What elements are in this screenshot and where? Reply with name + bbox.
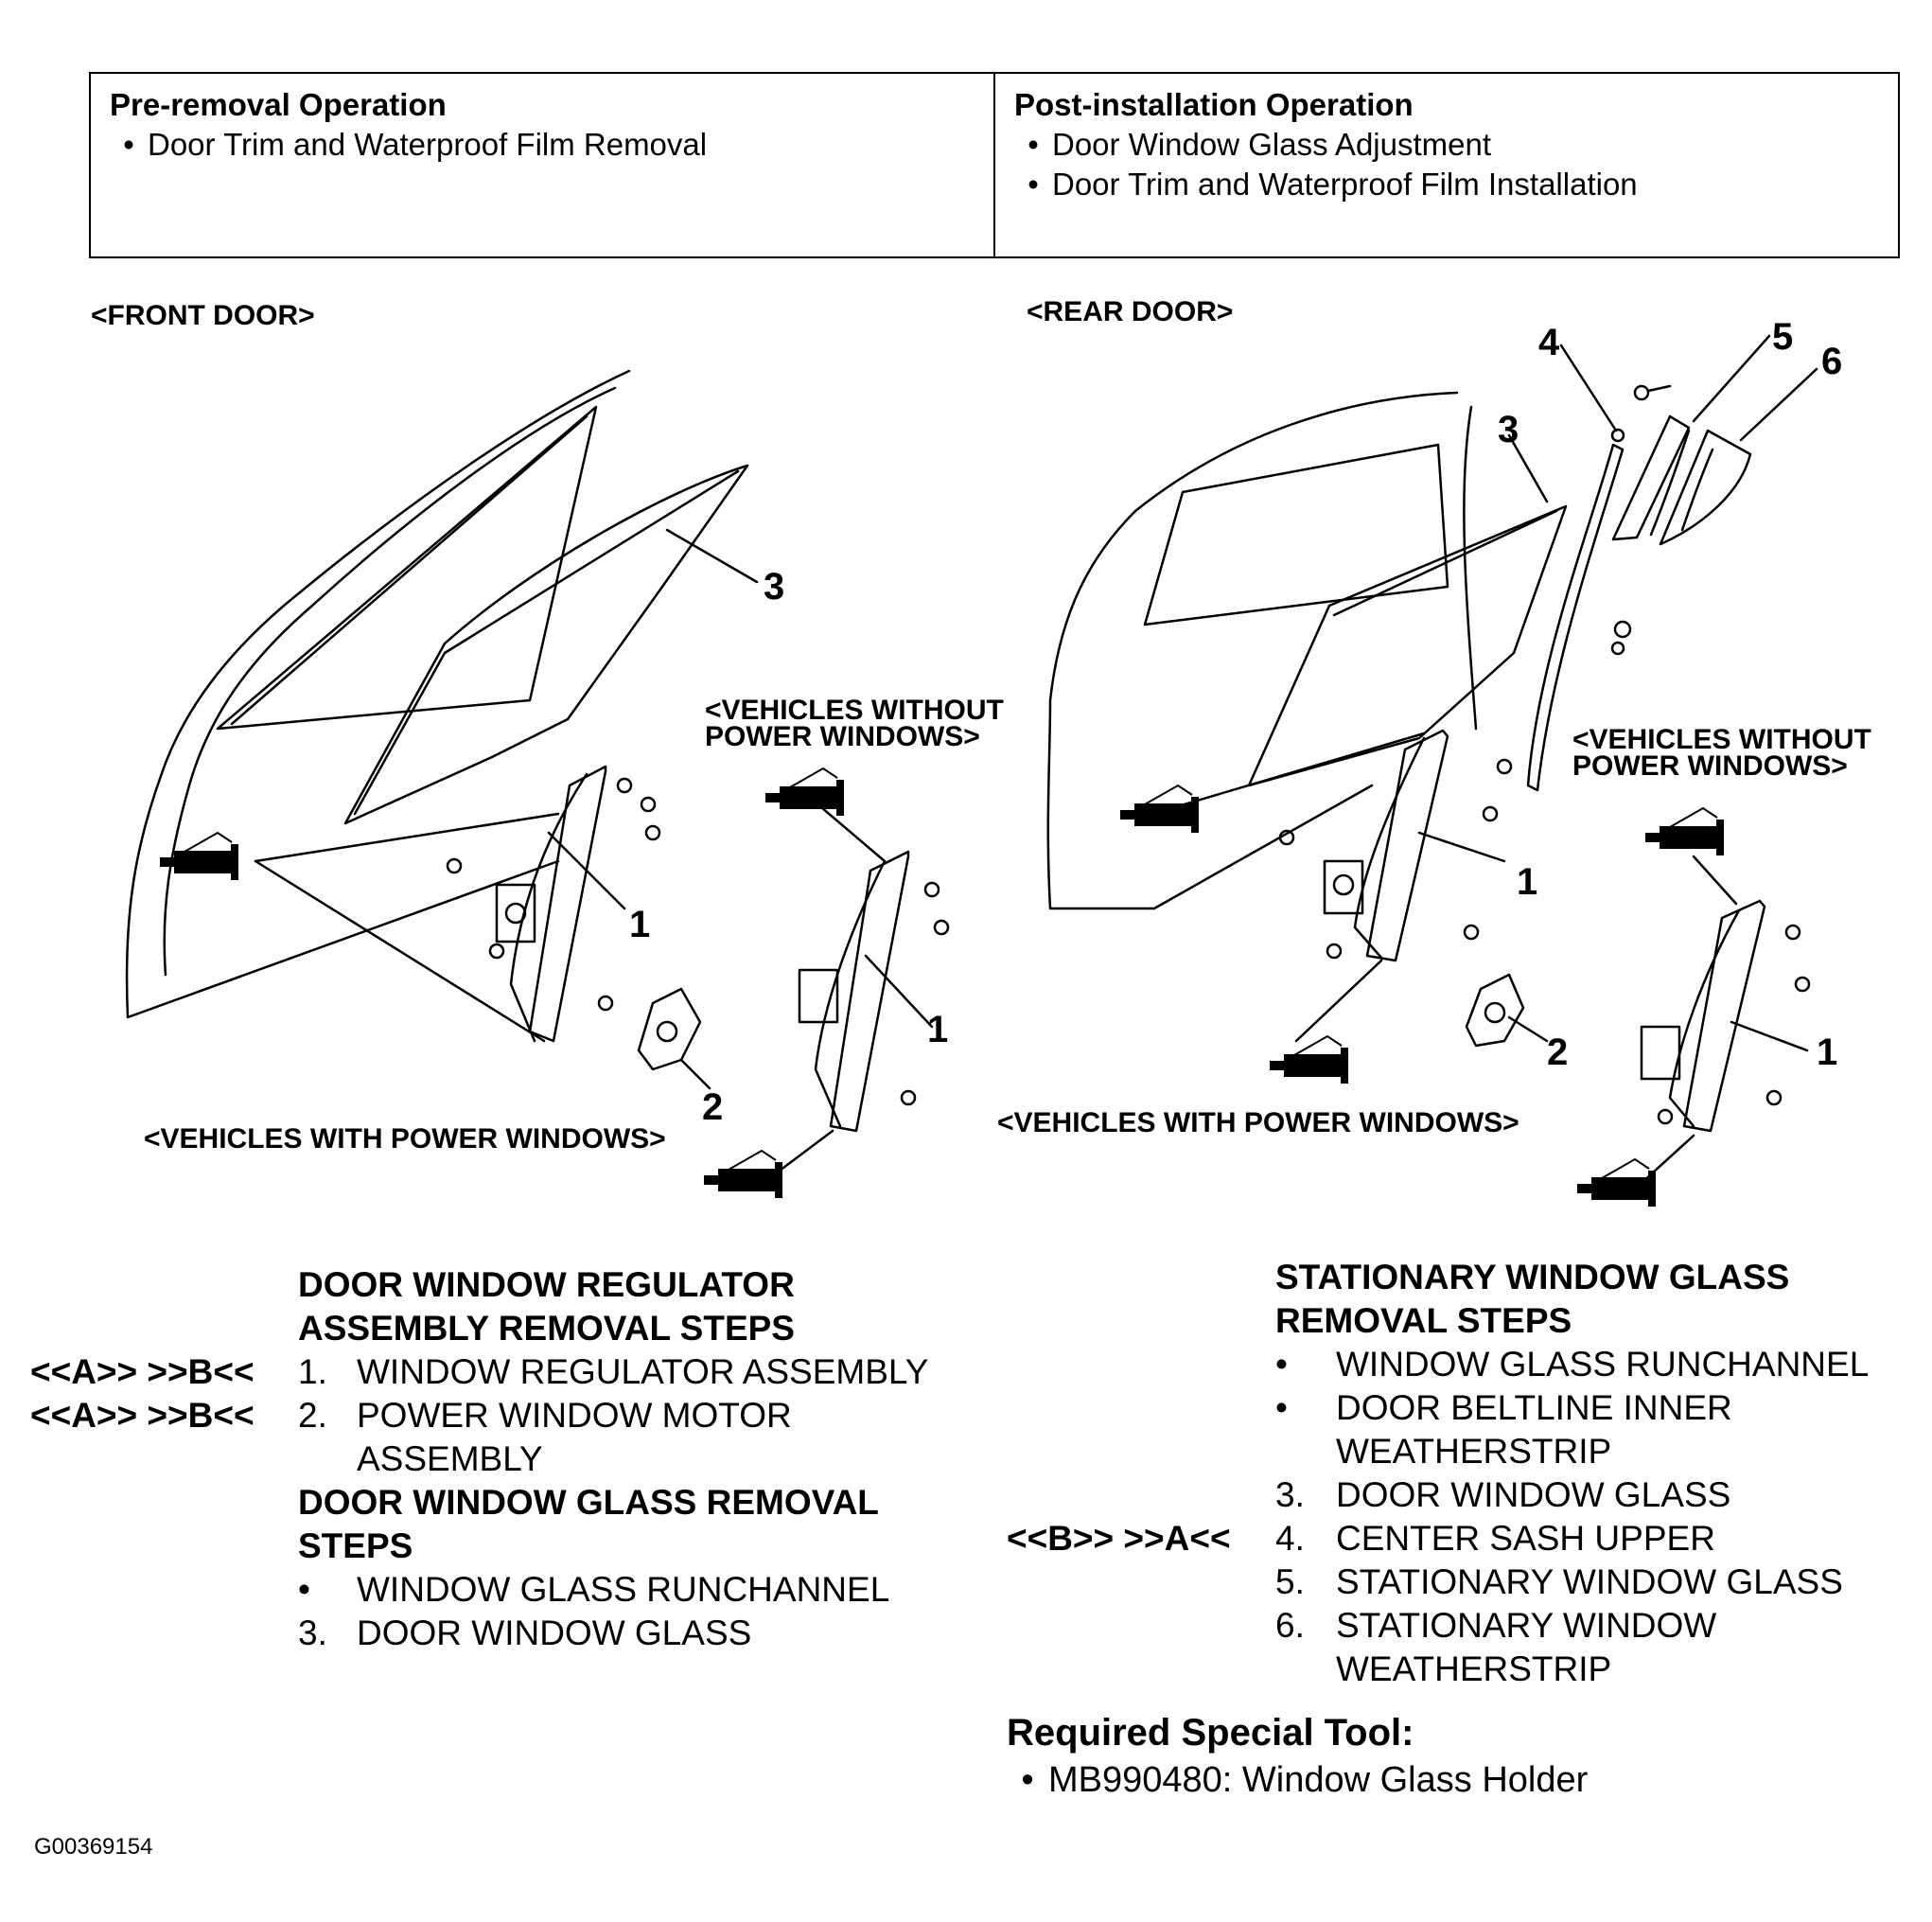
rear-power-motor [1465, 973, 1525, 1048]
operations-table: Pre-removal Operation •Door Trim and Wat… [89, 72, 1900, 258]
special-tool-section: Required Special Tool: •MB990480: Window… [1007, 1709, 1588, 1804]
callout-front-motor: 2 [702, 1086, 724, 1128]
rear-regulator-power [1278, 729, 1513, 962]
front-without-power-label-line2: POWER WINDOWS> [705, 721, 980, 752]
regulator-steps-heading: ASSEMBLY REMOVAL STEPS [298, 1309, 795, 1348]
front-power-motor [637, 987, 702, 1071]
rear-manual-holder-arrow-top [1692, 855, 1738, 906]
front-door-glass [343, 464, 749, 825]
post-installation-column: Post-installation Operation •Door Window… [993, 74, 1898, 256]
glass-steps-heading: STEPS [298, 1526, 413, 1565]
glass-holder-icon [160, 831, 238, 880]
callout-rear-motor: 2 [1547, 1032, 1569, 1073]
callout-rear-glass: 3 [1498, 409, 1519, 450]
step-item: <<B>> >>A<<4.CENTER SASH UPPER [1007, 1519, 1715, 1558]
pre-removal-heading: Pre-removal Operation [110, 87, 447, 122]
pre-removal-item: •Door Trim and Waterproof Film Removal [123, 127, 708, 162]
rear-door-frame [1046, 391, 1478, 910]
glass-holder-icon [704, 1149, 782, 1198]
front-manual-callout-line [864, 954, 934, 1029]
post-installation-item: •Door Trim and Waterproof Film Installat… [1027, 167, 1638, 202]
front-door-label: <FRONT DOOR> [91, 300, 315, 331]
rear-sash-callout-line [1559, 344, 1618, 432]
rear-regulator-manual [1640, 899, 1811, 1133]
pre-removal-column: Pre-removal Operation •Door Trim and Wat… [91, 74, 993, 256]
front-motor-callout-line [679, 1058, 711, 1090]
front-glass-callout-line [665, 528, 759, 584]
stationary-steps-heading: STATIONARY WINDOW GLASS [1275, 1258, 1790, 1296]
rear-motor-callout-line [1507, 1015, 1549, 1043]
glass-holder-icon [765, 767, 844, 816]
special-tool-heading: Required Special Tool: [1007, 1712, 1414, 1754]
front-regulator-callout-line [547, 831, 626, 910]
post-installation-heading: Post-installation Operation [1014, 87, 1414, 122]
rear-regulator-callout-line [1417, 831, 1506, 863]
step-item: <<A>> >>B<<2.POWER WINDOW MOTOR [30, 1396, 792, 1435]
rear-stationary-glass [1611, 414, 1691, 541]
figure-id: G00369154 [34, 1834, 153, 1860]
front-regulator-power [446, 765, 661, 1043]
step-item: 5.STATIONARY WINDOW GLASS [1275, 1562, 1843, 1601]
callout-rear-sash: 4 [1538, 322, 1560, 363]
stationary-removal-steps: STATIONARY WINDOW GLASS REMOVAL STEPS •W… [1007, 1256, 1869, 1691]
callout-rear-weatherstrip: 6 [1821, 341, 1843, 382]
regulator-removal-steps: DOOR WINDOW REGULATOR ASSEMBLY REMOVAL S… [30, 1263, 928, 1655]
post-installation-item: •Door Window Glass Adjustment [1027, 127, 1492, 162]
rear-holder-arrow-bottom [1294, 959, 1383, 1043]
step-item: <<A>> >>B<<1.WINDOW REGULATOR ASSEMBLY [30, 1352, 929, 1391]
callout-front-regulator: 1 [629, 904, 651, 945]
callout-rear-stationary-glass: 5 [1772, 316, 1794, 358]
rear-center-sash [1526, 428, 1625, 792]
glass-holder-icons [160, 767, 1724, 1207]
regulator-steps-heading: DOOR WINDOW REGULATOR [298, 1265, 795, 1304]
callout-front-glass: 3 [764, 566, 785, 608]
stationary-steps-heading: REMOVAL STEPS [1275, 1301, 1572, 1340]
callout-front-manual-regulator: 1 [927, 1009, 949, 1050]
step-item: •WINDOW GLASS RUNCHANNEL [298, 1570, 890, 1609]
rear-manual-callout-line [1730, 1020, 1809, 1052]
special-tool-item: •MB990480: Window Glass Holder [1021, 1760, 1589, 1800]
callout-rear-regulator: 1 [1517, 861, 1538, 903]
glass-holder-icon [1645, 806, 1724, 855]
rear-door-label: <REAR DOOR> [1027, 296, 1234, 327]
front-without-power-label-line1: <VEHICLES WITHOUT [705, 695, 1004, 726]
rear-door-glass [1247, 504, 1568, 787]
glass-holder-icon [1270, 1034, 1348, 1084]
glass-holder-icon [1577, 1157, 1656, 1207]
rear-weatherstrip-callout-line [1739, 367, 1818, 442]
step-item: •DOOR BELTLINE INNER [1275, 1388, 1732, 1427]
callout-rear-manual-regulator: 1 [1817, 1032, 1838, 1073]
step-item: WEATHERSTRIP [1336, 1649, 1612, 1688]
step-item: WEATHERSTRIP [1336, 1432, 1612, 1471]
step-item: 6.STATIONARY WINDOW [1275, 1606, 1717, 1645]
rear-sash-screws [1610, 384, 1672, 656]
front-glass-holder-arrows [254, 812, 560, 1043]
front-manual-holder-arrow-bottom [774, 1129, 834, 1175]
rear-without-power-label-line1: <VEHICLES WITHOUT [1572, 724, 1871, 755]
rear-stationary-callout-line [1692, 334, 1771, 423]
front-door-frame [125, 369, 631, 1019]
step-item: 3.DOOR WINDOW GLASS [298, 1613, 752, 1652]
step-item: •WINDOW GLASS RUNCHANNEL [1275, 1345, 1870, 1384]
glass-holder-icon [1120, 784, 1199, 833]
rear-with-power-label: <VEHICLES WITH POWER WINDOWS> [997, 1107, 1519, 1138]
rear-without-power-label-line2: POWER WINDOWS> [1572, 750, 1848, 782]
step-item: ASSEMBLY [357, 1439, 543, 1478]
glass-steps-heading: DOOR WINDOW GLASS REMOVAL [298, 1483, 879, 1522]
step-item: 3.DOOR WINDOW GLASS [1275, 1475, 1731, 1514]
rear-glass-callout-line [1507, 433, 1549, 503]
rear-stationary-weatherstrip [1659, 429, 1752, 546]
front-regulator-manual [798, 850, 950, 1133]
front-with-power-label: <VEHICLES WITH POWER WINDOWS> [144, 1123, 666, 1155]
rear-holder-arrow-top [1167, 732, 1426, 811]
